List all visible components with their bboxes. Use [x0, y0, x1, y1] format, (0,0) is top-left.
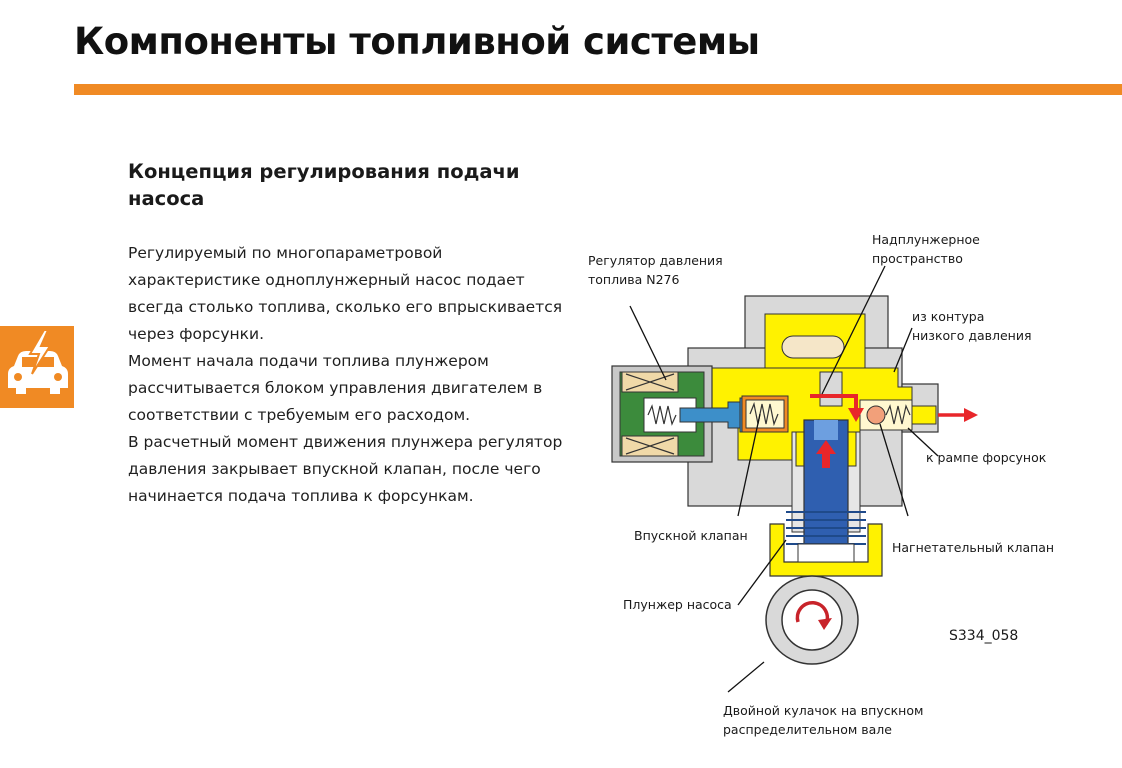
label-outlet-valve: Нагнетательный клапан [892, 540, 1054, 555]
flow-arrow-head [848, 408, 864, 422]
upper-chamber-capsule [781, 335, 845, 359]
paragraph-2: Момент начала подачи топлива плунжером р… [128, 352, 543, 424]
body-text: Регулируемый по многопараметровой характ… [128, 240, 568, 510]
plunger-spring [786, 511, 866, 545]
leader-lines [629, 265, 939, 693]
high-pressure-flow [810, 394, 858, 412]
figure-code: S334_058 [949, 628, 1018, 644]
inlet-valve [741, 395, 789, 433]
to-rail-arrow-head [964, 408, 978, 422]
label-regulator-line-2: топлива N276 [588, 272, 679, 287]
double-cam [765, 575, 859, 665]
label-above-plunger-line-1: Надплунжерное [872, 232, 980, 247]
label-low-pressure-line-2: низкого давления [912, 328, 1032, 343]
paragraph-1: Регулируемый по многопараметровой характ… [128, 244, 563, 343]
title-underline [74, 84, 1122, 95]
section-heading-line-1: Концепция регулирования подачи [128, 160, 520, 183]
paragraph-3: В расчетный момент движения плунжера рег… [128, 433, 563, 505]
pressure-regulator-solenoid [611, 365, 749, 463]
rotation-arrow-icon [795, 601, 830, 625]
label-above-plunger-line-2: пространство [872, 251, 963, 266]
section-heading-line-2: насоса [128, 187, 205, 210]
label-cam-line-1: Двойной кулачок на впускном [723, 703, 923, 718]
label-regulator-line-1: Регулятор давления [588, 253, 723, 268]
side-tab [0, 326, 74, 408]
section-heading: Концепция регулирования подачи насоса [128, 158, 548, 212]
page-title: Компоненты топливной системы [74, 20, 760, 63]
label-plunger: Плунжер насоса [623, 597, 732, 612]
label-inlet-valve: Впускной клапан [634, 528, 748, 543]
outlet-valve [859, 399, 937, 431]
pump-diagram: Регулятор давления топлива N276 Надплунж… [588, 232, 1054, 737]
car-electric-icon [8, 329, 68, 394]
label-low-pressure-line-1: из контура [912, 309, 984, 324]
pump-plunger [803, 419, 849, 549]
label-cam-line-2: распределительном вале [723, 722, 892, 737]
label-to-rail: к рампе форсунок [926, 450, 1047, 465]
